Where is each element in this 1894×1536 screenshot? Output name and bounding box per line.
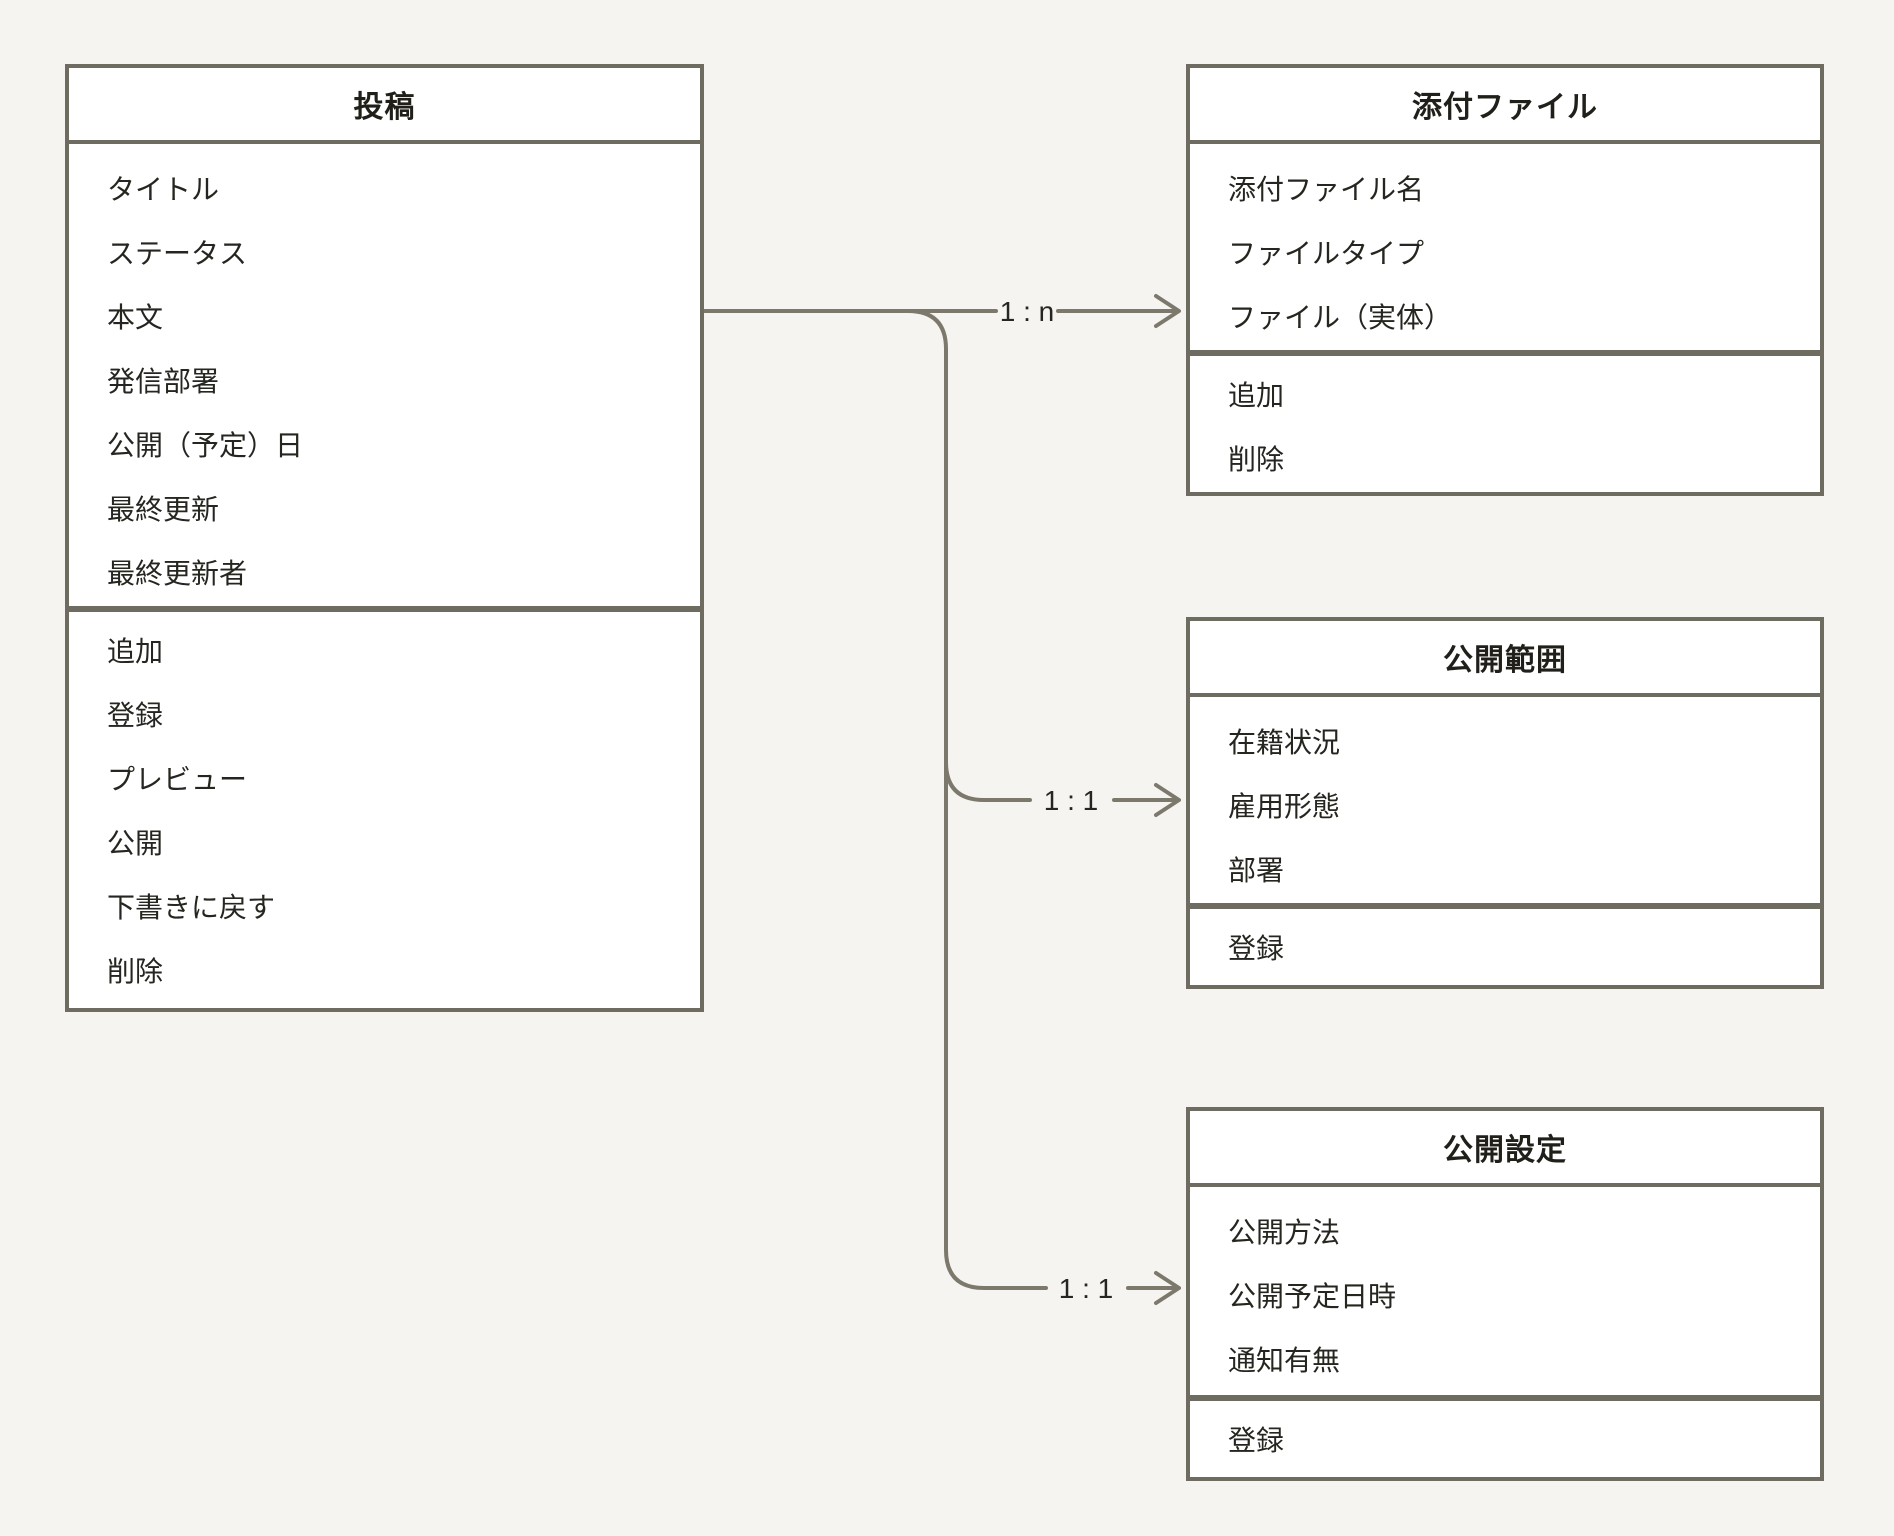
entity-attachment-actions: 追加削除 — [1190, 350, 1820, 496]
entity-post-field: ステータス — [107, 238, 248, 269]
entity-scope-field: 雇用形態 — [1228, 791, 1341, 822]
entity-scope-title: 公開範囲 — [1190, 621, 1820, 697]
entity-attachment-field: ファイル（実体） — [1228, 302, 1453, 333]
entity-scope: 公開範囲 在籍状況雇用形態部署 登録 — [1186, 617, 1824, 989]
entity-scope-field: 在籍状況 — [1228, 727, 1341, 758]
entity-scope-fields: 在籍状況雇用形態部署 — [1190, 697, 1820, 903]
entity-post-title: 投稿 — [69, 68, 700, 144]
entity-post-action: 削除 — [107, 956, 164, 987]
entity-settings-title: 公開設定 — [1190, 1111, 1820, 1187]
entity-settings-field: 公開予定日時 — [1228, 1281, 1397, 1312]
entity-post-field: 発信部署 — [107, 366, 220, 397]
entity-post-field: 最終更新 — [107, 494, 220, 525]
entity-settings-action: 登録 — [1228, 1425, 1285, 1456]
entity-post: 投稿 タイトルステータス本文発信部署公開（予定）日最終更新最終更新者 追加登録プ… — [65, 64, 704, 1012]
entity-post-action: 登録 — [107, 700, 164, 731]
relation-label-post-attachment: 1 : n — [1000, 296, 1054, 327]
entity-settings-field: 公開方法 — [1228, 1217, 1341, 1248]
relation-label-post-scope: 1 : 1 — [1044, 785, 1098, 816]
relation-label-post-settings: 1 : 1 — [1059, 1273, 1113, 1304]
arrowhead-attachment-icon — [1154, 294, 1181, 328]
arrowhead-settings-icon — [1154, 1271, 1181, 1305]
entity-post-field: 本文 — [107, 302, 164, 333]
entity-post-action: 公開 — [107, 828, 164, 859]
entity-post-actions: 追加登録プレビュー公開下書きに戻す削除 — [69, 606, 700, 1008]
entity-settings-actions: 登録 — [1190, 1395, 1820, 1477]
entity-post-field: 最終更新者 — [107, 558, 248, 589]
arrowhead-scope-icon — [1154, 783, 1181, 817]
entity-settings-field: 通知有無 — [1228, 1345, 1341, 1376]
entity-scope-action: 登録 — [1228, 933, 1285, 964]
entity-post-action: 下書きに戻す — [107, 892, 276, 923]
entity-attachment-action: 追加 — [1228, 380, 1285, 411]
entity-post-field: 公開（予定）日 — [107, 430, 304, 461]
entity-settings: 公開設定 公開方法公開予定日時通知有無 登録 — [1186, 1107, 1824, 1481]
relation-line-post-scope — [944, 760, 1032, 802]
entity-attachment-field: ファイルタイプ — [1228, 238, 1425, 269]
entity-post-field: タイトル — [107, 174, 220, 205]
entity-post-fields: タイトルステータス本文発信部署公開（予定）日最終更新最終更新者 — [69, 144, 700, 606]
entity-attachment: 添付ファイル 添付ファイル名ファイルタイプファイル（実体） 追加削除 — [1186, 64, 1824, 496]
relation-branch-trunk — [906, 309, 1048, 1290]
entity-settings-fields: 公開方法公開予定日時通知有無 — [1190, 1187, 1820, 1395]
entity-attachment-action: 削除 — [1228, 444, 1285, 475]
entity-attachment-field: 添付ファイル名 — [1228, 174, 1425, 205]
entity-attachment-title: 添付ファイル — [1190, 68, 1820, 144]
entity-scope-actions: 登録 — [1190, 903, 1820, 985]
entity-post-action: プレビュー — [107, 764, 248, 795]
entity-post-action: 追加 — [107, 636, 164, 667]
entity-scope-field: 部署 — [1228, 855, 1285, 886]
entity-attachment-fields: 添付ファイル名ファイルタイプファイル（実体） — [1190, 144, 1820, 350]
